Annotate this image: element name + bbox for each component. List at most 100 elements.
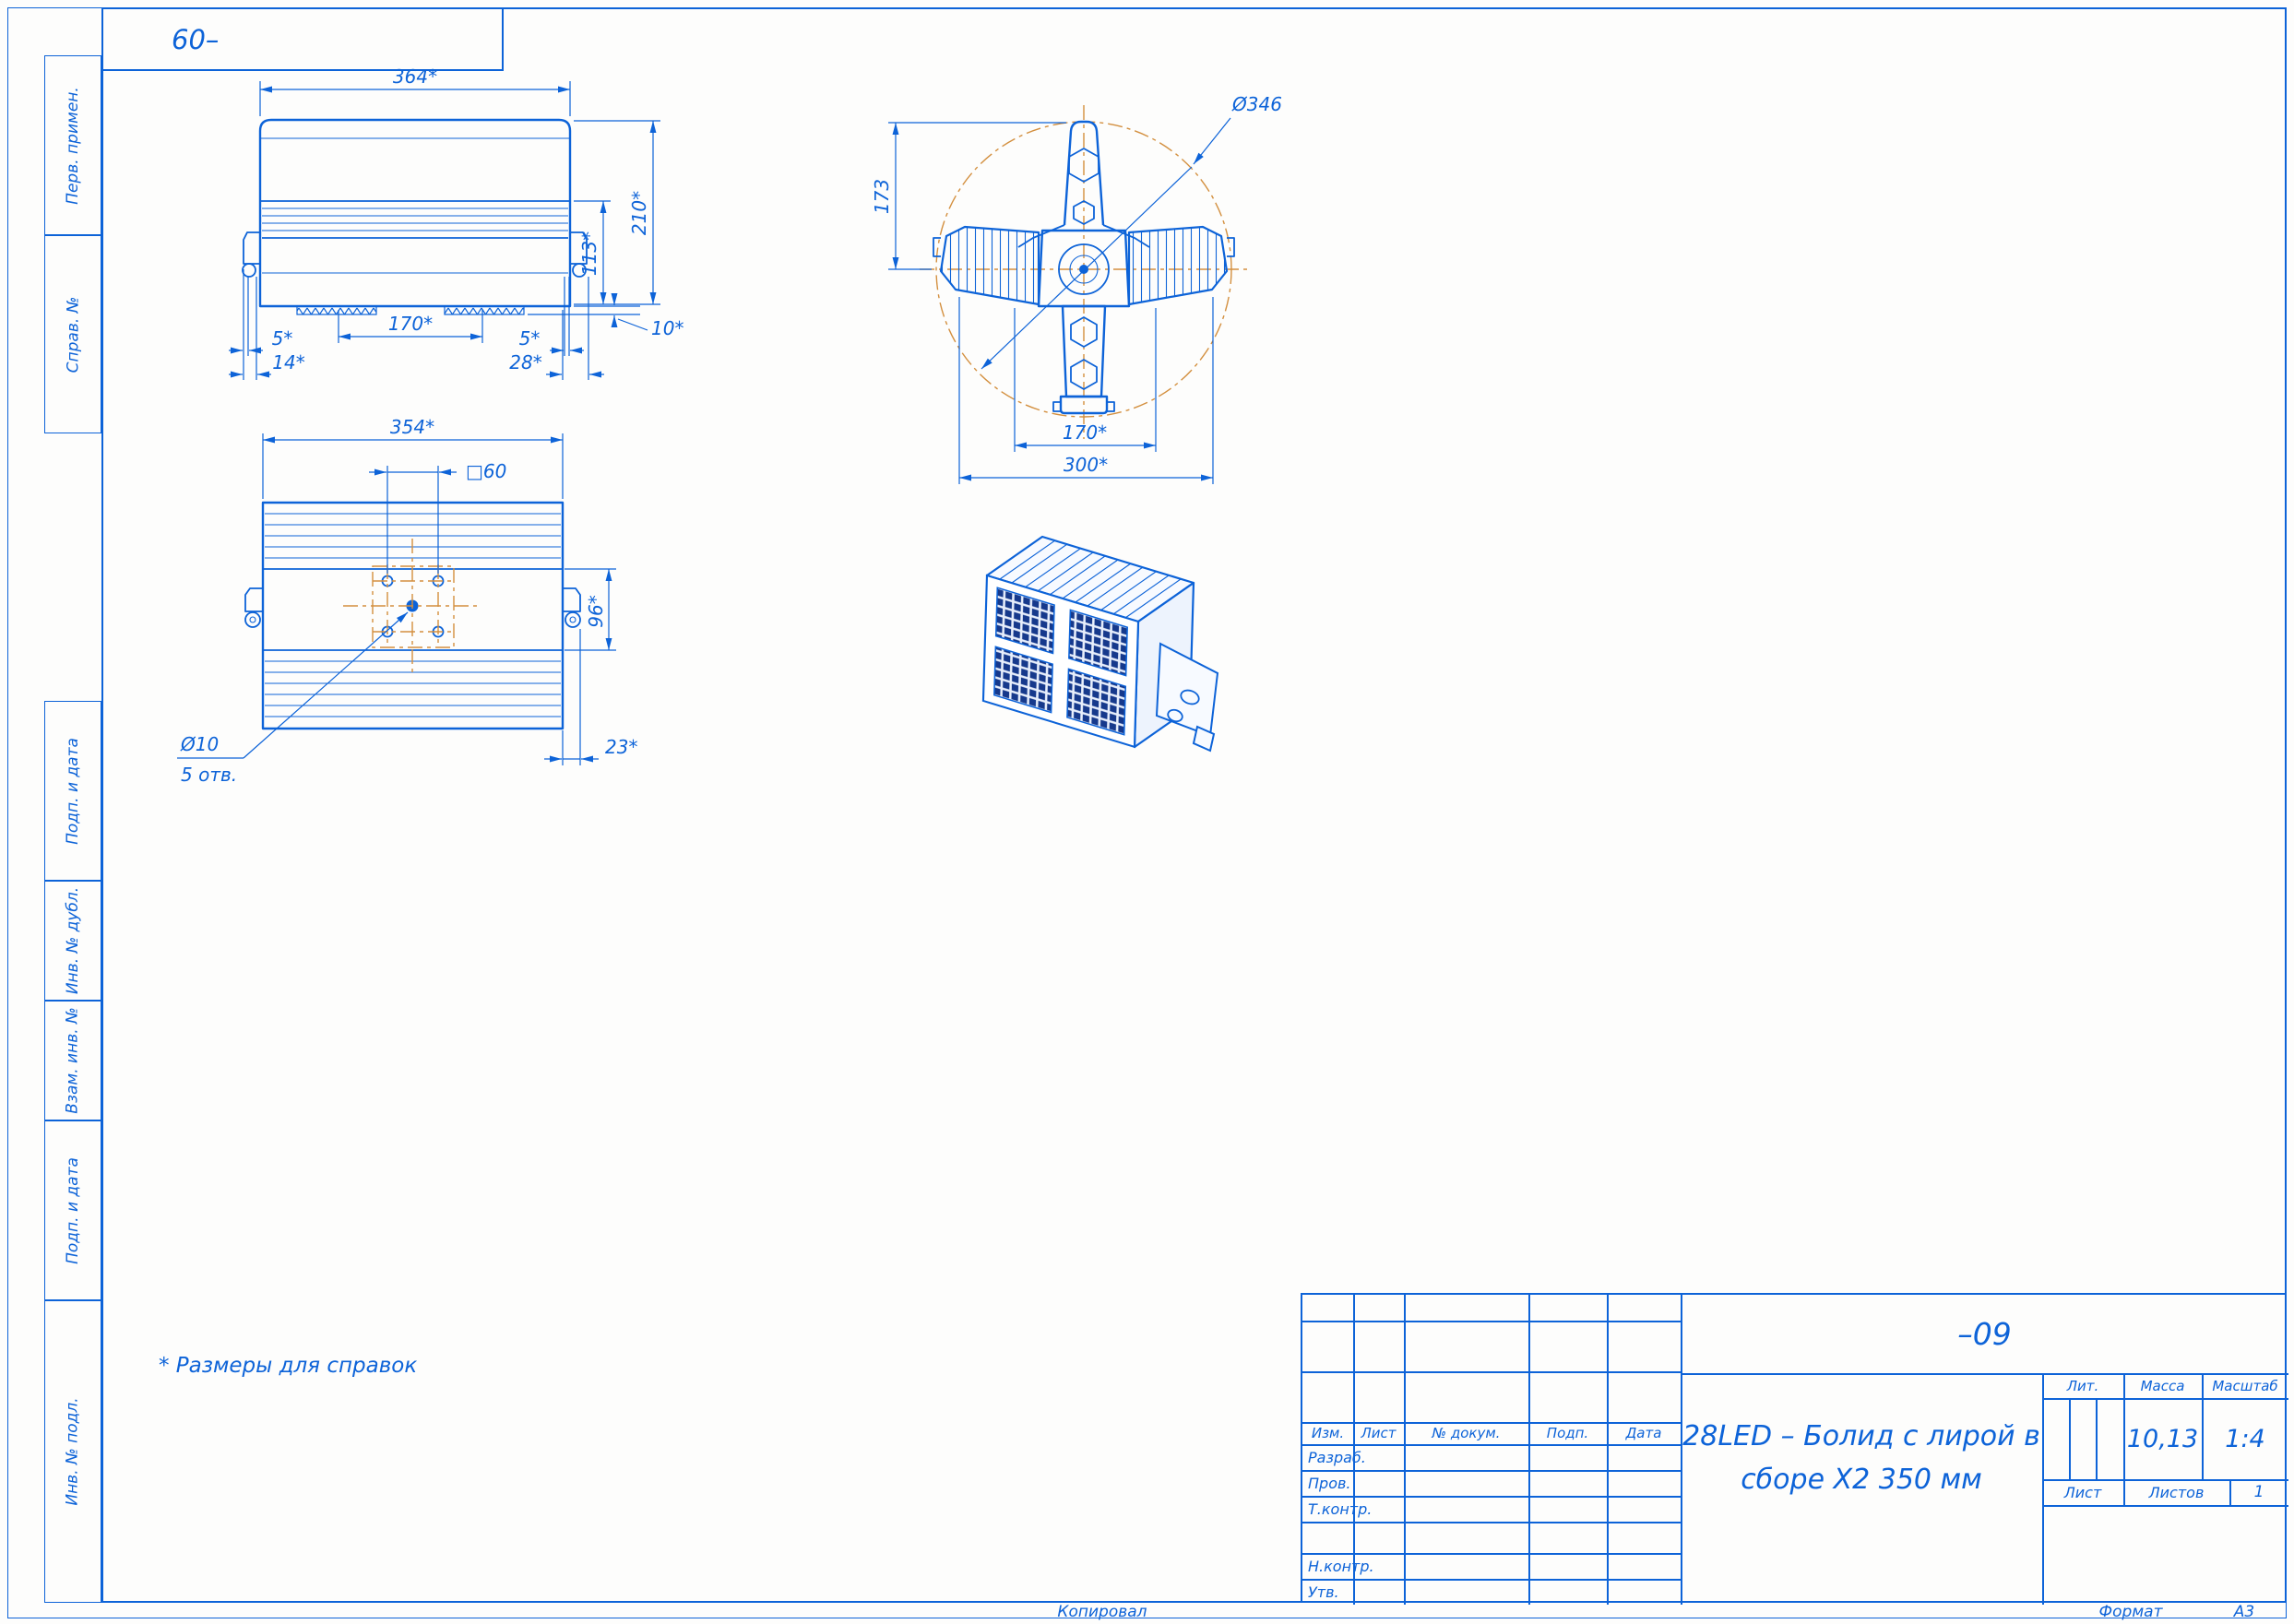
dim-front-centers: 170* — [388, 313, 433, 335]
front-view-dimensions: 364* 210* 113* 10* 170* 5* — [229, 65, 683, 380]
divider-line — [1681, 1373, 2288, 1376]
tb-row-nkontr: Н.контр. — [1308, 1557, 1374, 1575]
divider-line — [1302, 1444, 1681, 1446]
mount-plate-outline — [372, 565, 455, 648]
margin-box-perv-primen: Перв. примен. — [44, 55, 101, 235]
inner-frame — [101, 7, 2287, 1603]
pivot — [1058, 243, 1110, 295]
hex-bolt — [1070, 316, 1098, 348]
divider-line — [1528, 1295, 1530, 1605]
iso-front-face — [981, 574, 1140, 749]
dim-side-centers: 170* — [1063, 421, 1107, 444]
tb-mass-label: Масса — [2140, 1377, 2185, 1394]
title-block: Изм. Лист № докум. Подп. Дата Разраб. Пр… — [1301, 1293, 2288, 1605]
margin-box-podp-data-2: Подп. и дата — [44, 1120, 101, 1300]
dim-front-left-14: 14* — [272, 351, 304, 373]
led-lens-row — [444, 305, 525, 315]
side-view-body — [933, 120, 1235, 415]
divider-line — [2229, 1479, 2231, 1505]
iso-lyre-foot — [1192, 725, 1216, 753]
front-view-body — [242, 118, 588, 315]
isometric-view — [981, 535, 1219, 753]
tb-lit-label: Лит. — [2066, 1377, 2099, 1394]
plan-view-dimensions: 354* □60 96* 23* Ø10 5 отв. — [177, 416, 637, 786]
reference-note: * Размеры для справок — [159, 1354, 418, 1378]
dim-plan-ear: 23* — [605, 736, 637, 758]
hex-bolt — [1070, 359, 1098, 390]
tb-doc-number: –09 — [1957, 1316, 2012, 1352]
margin-box-inv-dubl: Инв. № дубл. — [44, 881, 101, 1001]
tb-sheet-label: Лист — [2063, 1483, 2102, 1501]
plan-view: 354* □60 96* 23* Ø10 5 отв. — [177, 416, 637, 786]
divider-line — [2042, 1373, 2045, 1605]
plan-view-body — [244, 501, 581, 730]
led-lens-row — [296, 305, 377, 315]
divider-line — [2202, 1373, 2204, 1479]
divider-line — [2096, 1398, 2098, 1479]
dim-front-height: 210* — [628, 191, 650, 235]
right-module — [1127, 225, 1229, 306]
side-view: Ø346 173 170* 300* — [871, 93, 1282, 484]
tb-header-list: Лист — [1361, 1425, 1397, 1441]
divider-line — [1302, 1371, 1681, 1373]
left-module — [939, 225, 1040, 306]
tb-row-tkontr: Т.контр. — [1308, 1500, 1373, 1518]
tb-header-podp: Подп. — [1546, 1425, 1589, 1441]
divider-line — [1302, 1321, 1681, 1322]
margin-box-inv-podl: Инв. № подл. — [44, 1300, 101, 1603]
tb-header-data: Дата — [1625, 1425, 1662, 1441]
divider-line — [1302, 1496, 1681, 1498]
tb-name-line1: 28LED – Болид с лирой в — [1682, 1420, 2040, 1452]
side-view-dimensions: Ø346 173 170* 300* — [871, 93, 1282, 484]
tb-row-prov: Пров. — [1308, 1474, 1351, 1492]
margin-box-sprav: Справ. № — [44, 235, 101, 433]
front-view: 364* 210* 113* 10* 170* 5* — [229, 65, 683, 380]
led-module — [994, 587, 1055, 655]
divider-line — [1302, 1579, 1681, 1581]
tb-name-line2: сборе Х2 350 мм — [1741, 1463, 1982, 1496]
tb-scale-label: Масштаб — [2212, 1377, 2278, 1394]
led-module — [1066, 668, 1127, 736]
dim-front-left-5: 5* — [272, 327, 293, 350]
dim-plan-band: 96* — [585, 595, 607, 627]
dim-side-width: 300* — [1064, 454, 1108, 476]
tb-row-utv: Утв. — [1308, 1583, 1339, 1601]
divider-line — [1302, 1553, 1681, 1555]
divider-line — [1404, 1295, 1406, 1605]
divider-line — [1681, 1295, 1683, 1605]
footer-copied: Копировал — [1057, 1603, 1147, 1621]
dim-front-fins: 113* — [578, 231, 600, 276]
led-module — [993, 646, 1053, 714]
divider-line — [1607, 1295, 1609, 1605]
dim-plan-width: 354* — [390, 416, 434, 438]
tb-header-izm: Изм. — [1311, 1425, 1345, 1441]
led-module — [1068, 609, 1128, 677]
dim-plan-hole: Ø10 — [180, 733, 219, 755]
tb-sheets-value: 1 — [2253, 1483, 2264, 1501]
margin-box-podp-data-1: Подп. и дата — [44, 701, 101, 881]
dim-side-half: 173 — [871, 179, 893, 214]
dim-plan-square: □60 — [466, 460, 506, 482]
divider-line — [1353, 1295, 1355, 1605]
divider-line — [1302, 1470, 1681, 1472]
hex-bolt — [1068, 148, 1099, 183]
footer-format-value: А3 — [2233, 1603, 2255, 1621]
divider-line — [2042, 1398, 2288, 1400]
margin-box-vzam-inv: Взам. инв. № — [44, 1001, 101, 1120]
divider-line — [2042, 1505, 2288, 1508]
dim-plan-holes-note: 5 отв. — [181, 764, 237, 786]
tb-row-razrab: Разраб. — [1308, 1448, 1366, 1466]
tb-mass-value: 10,13 — [2126, 1424, 2199, 1453]
divider-line — [1302, 1422, 1681, 1425]
divider-line — [2069, 1398, 2071, 1479]
footer-format-label: Формат — [2098, 1603, 2163, 1621]
tb-scale-value: 1:4 — [2225, 1424, 2265, 1453]
divider-line — [1302, 1522, 1681, 1523]
dim-front-foot: 10* — [651, 317, 683, 339]
dim-front-right-28: 28* — [509, 351, 541, 373]
hex-bolt — [1073, 200, 1095, 225]
divider-line — [2123, 1373, 2125, 1505]
stamp-text: 60– — [172, 23, 220, 55]
